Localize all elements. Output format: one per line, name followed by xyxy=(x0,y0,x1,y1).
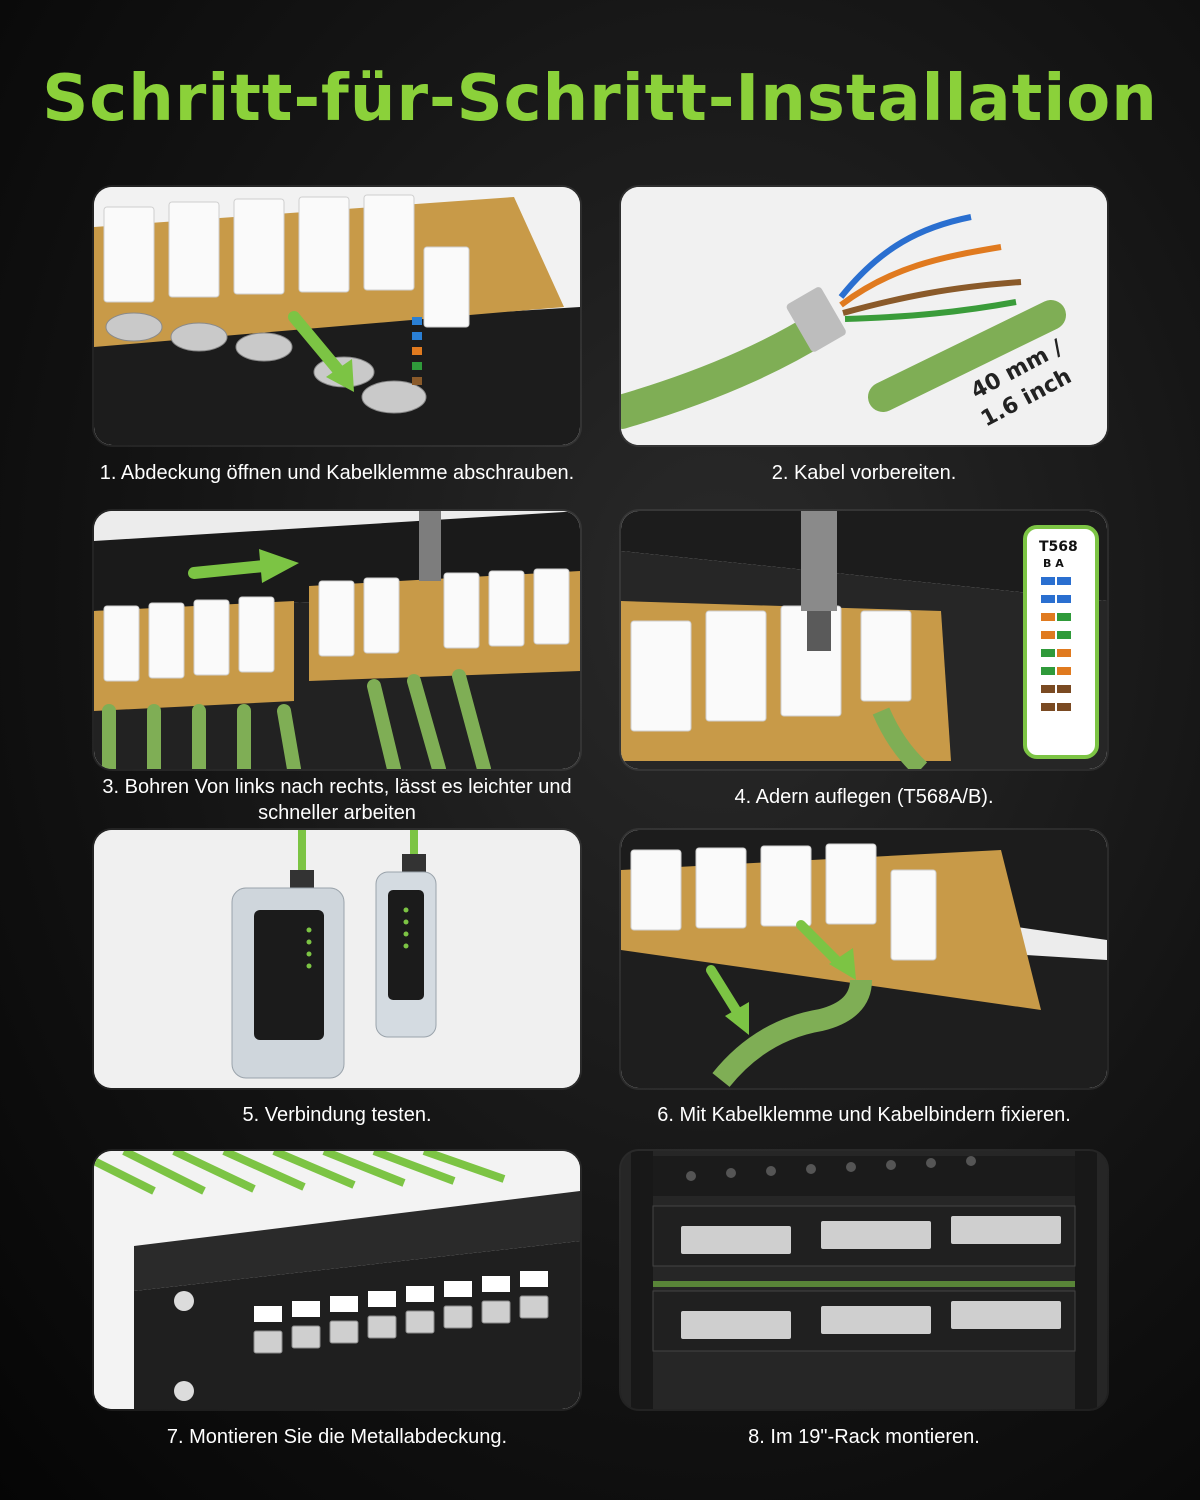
step-6-image xyxy=(621,830,1107,1088)
t568-chart-columns: B A xyxy=(1043,557,1064,570)
step-4-image: T568 B A xyxy=(621,511,1107,769)
step-1-image xyxy=(94,187,580,445)
step-2-caption: 2. Kabel vorbereiten. xyxy=(771,462,957,484)
step-4-caption: 4. Adern auflegen (T568A/B). xyxy=(734,786,994,808)
step-7-caption: 7. Montieren Sie die Metallabdeckung. xyxy=(166,1426,508,1448)
step-2-image: 40 mm / 1.6 inch xyxy=(621,187,1107,445)
step-1-caption: 1. Abdeckung öffnen und Kabelklemme absc… xyxy=(99,462,575,484)
step-7-image xyxy=(94,1151,580,1409)
step-8-image xyxy=(621,1151,1107,1409)
step-3-caption: 3. Bohren Von links nach rechts, lässt e… xyxy=(102,776,572,824)
t568-chart-title: T568 xyxy=(1039,539,1078,555)
step-5-image xyxy=(94,830,580,1088)
page-title: Schritt-für-Schritt-Installation xyxy=(42,62,1158,136)
step-6-caption: 6. Mit Kabelklemme und Kabelbindern fixi… xyxy=(657,1104,1071,1126)
step-5-caption: 5. Verbindung testen. xyxy=(242,1104,432,1126)
step-8-caption: 8. Im 19"-Rack montieren. xyxy=(748,1426,980,1448)
step-3-image xyxy=(94,511,580,769)
